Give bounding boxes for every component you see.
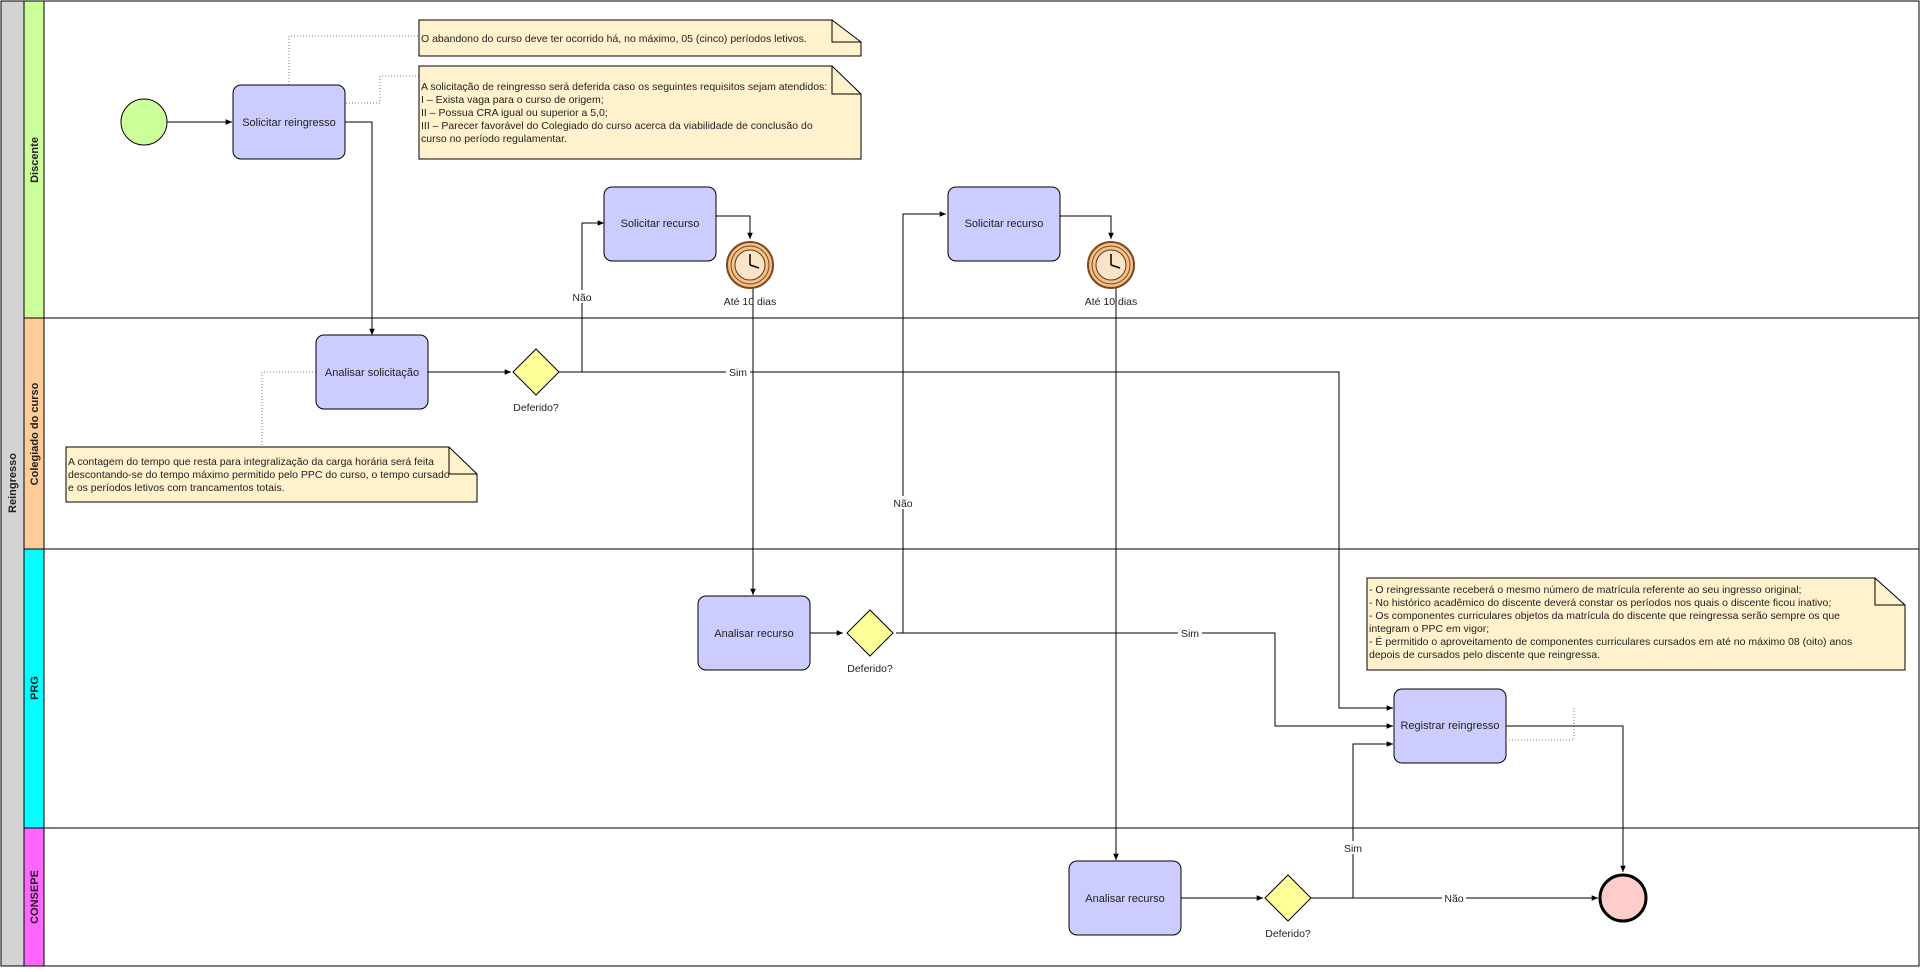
lane-consepe: CONSEPE	[23, 827, 45, 967]
task-registrar-reingresso-label: Registrar reingresso	[1400, 720, 1499, 732]
note-requisitos-line-2: I – Exista vaga para o curso de origem;	[421, 94, 604, 106]
note-matricula: - O reingressante receberá o mesmo númer…	[1366, 577, 1906, 671]
start-event[interactable]	[120, 98, 168, 146]
task-solicitar-recurso-1[interactable]: Solicitar recurso	[603, 186, 717, 262]
sequence-flows	[167, 119, 1626, 901]
note-matricula-line-1: - O reingressante receberá o mesmo númer…	[1369, 584, 1801, 596]
lane-prg-label: PRG	[29, 676, 41, 700]
timer-event-1[interactable]: Até 10 dias	[724, 241, 777, 308]
flow-label-nao-prg: Não	[893, 498, 912, 510]
note-requisitos-line-3: II – Possua CRA igual ou superior a 5,0;	[421, 107, 608, 119]
task-analisar-solicitacao-label: Analisar solicitação	[325, 367, 419, 379]
lane-discente-label: Discente	[29, 137, 41, 183]
note-contagem-line-3: e os períodos letivos com trancamentos t…	[68, 482, 285, 494]
task-analisar-recurso-consepe-label: Analisar recurso	[1085, 893, 1164, 905]
flow-label-sim-prg: Sim	[1181, 628, 1199, 640]
note-requisitos: A solicitação de reingresso será deferid…	[418, 65, 862, 160]
flow-label-sim-consepe: Sim	[1344, 843, 1362, 855]
note-abandono: O abandono do curso deve ter ocorrido há…	[418, 19, 862, 57]
gateway-consepe[interactable]: Deferido?	[1264, 874, 1312, 940]
flow-labels: Não Sim Não Sim Sim Não	[570, 290, 1466, 905]
lane-prg: PRG	[23, 548, 1919, 829]
note-matricula-line-6: depois de cursados pelo discente que rei…	[1369, 649, 1600, 661]
task-solicitar-recurso-2[interactable]: Solicitar recurso	[947, 186, 1061, 262]
lane-consepe-label: CONSEPE	[29, 870, 41, 924]
note-contagem-line-1: A contagem do tempo que resta para integ…	[68, 456, 434, 468]
lane-discente: Discente	[23, 0, 1919, 319]
lane-colegiado-label: Colegiado do curso	[29, 382, 41, 485]
gateway-prg-label: Deferido?	[847, 663, 893, 675]
pool-label: Reingresso	[7, 453, 19, 513]
timer-2-label: Até 10 dias	[1085, 296, 1138, 308]
timer-event-2[interactable]: Até 10 dias	[1085, 241, 1138, 308]
lane-consepe-label-band	[23, 827, 45, 967]
task-analisar-solicitacao[interactable]: Analisar solicitação	[315, 334, 429, 410]
task-solicitar-reingresso[interactable]: Solicitar reingresso	[232, 84, 346, 160]
note-contagem: A contagem do tempo que resta para integ…	[65, 446, 478, 503]
gateway-colegiado[interactable]: Deferido?	[512, 348, 560, 414]
gateway-prg[interactable]: Deferido?	[846, 609, 894, 675]
task-registrar-reingresso[interactable]: Registrar reingresso	[1393, 688, 1507, 764]
gateway-colegiado-label: Deferido?	[513, 402, 559, 414]
note-requisitos-line-5: curso no período regulamentar.	[421, 133, 567, 145]
task-solicitar-reingresso-label: Solicitar reingresso	[242, 117, 336, 129]
note-matricula-line-3: - Os componentes curriculares objetos da…	[1369, 610, 1840, 622]
note-abandono-line-1: O abandono do curso deve ter ocorrido há…	[421, 33, 807, 45]
lane-colegiado: Colegiado do curso	[23, 317, 1919, 550]
flow-label-nao-consepe: Não	[1444, 893, 1463, 905]
associations	[261, 35, 1575, 741]
timer-1-label: Até 10 dias	[724, 296, 777, 308]
note-matricula-line-4: integram o PPC em vigor;	[1369, 623, 1489, 635]
end-event[interactable]	[1598, 873, 1648, 923]
note-requisitos-line-1: A solicitação de reingresso será deferid…	[421, 81, 827, 93]
note-matricula-line-5: - É permitido o aproveitamento de compon…	[1369, 635, 1852, 648]
note-contagem-line-2: descontando-se do tempo máximo permitido…	[68, 469, 450, 481]
task-analisar-recurso-prg-label: Analisar recurso	[714, 628, 793, 640]
task-solicitar-recurso-1-label: Solicitar recurso	[621, 218, 700, 230]
task-solicitar-recurso-2-label: Solicitar recurso	[965, 218, 1044, 230]
flow-label-nao-colegiado: Não	[572, 292, 591, 304]
task-analisar-recurso-consepe[interactable]: Analisar recurso	[1068, 860, 1182, 936]
task-analisar-recurso-prg[interactable]: Analisar recurso	[697, 595, 811, 671]
gateway-consepe-label: Deferido?	[1265, 928, 1311, 940]
flow-label-sim-colegiado: Sim	[729, 367, 747, 379]
note-matricula-line-2: - No histórico acadêmico do discente dev…	[1369, 597, 1831, 609]
note-requisitos-line-4: III – Parecer favorável do Colegiado do …	[421, 120, 813, 132]
